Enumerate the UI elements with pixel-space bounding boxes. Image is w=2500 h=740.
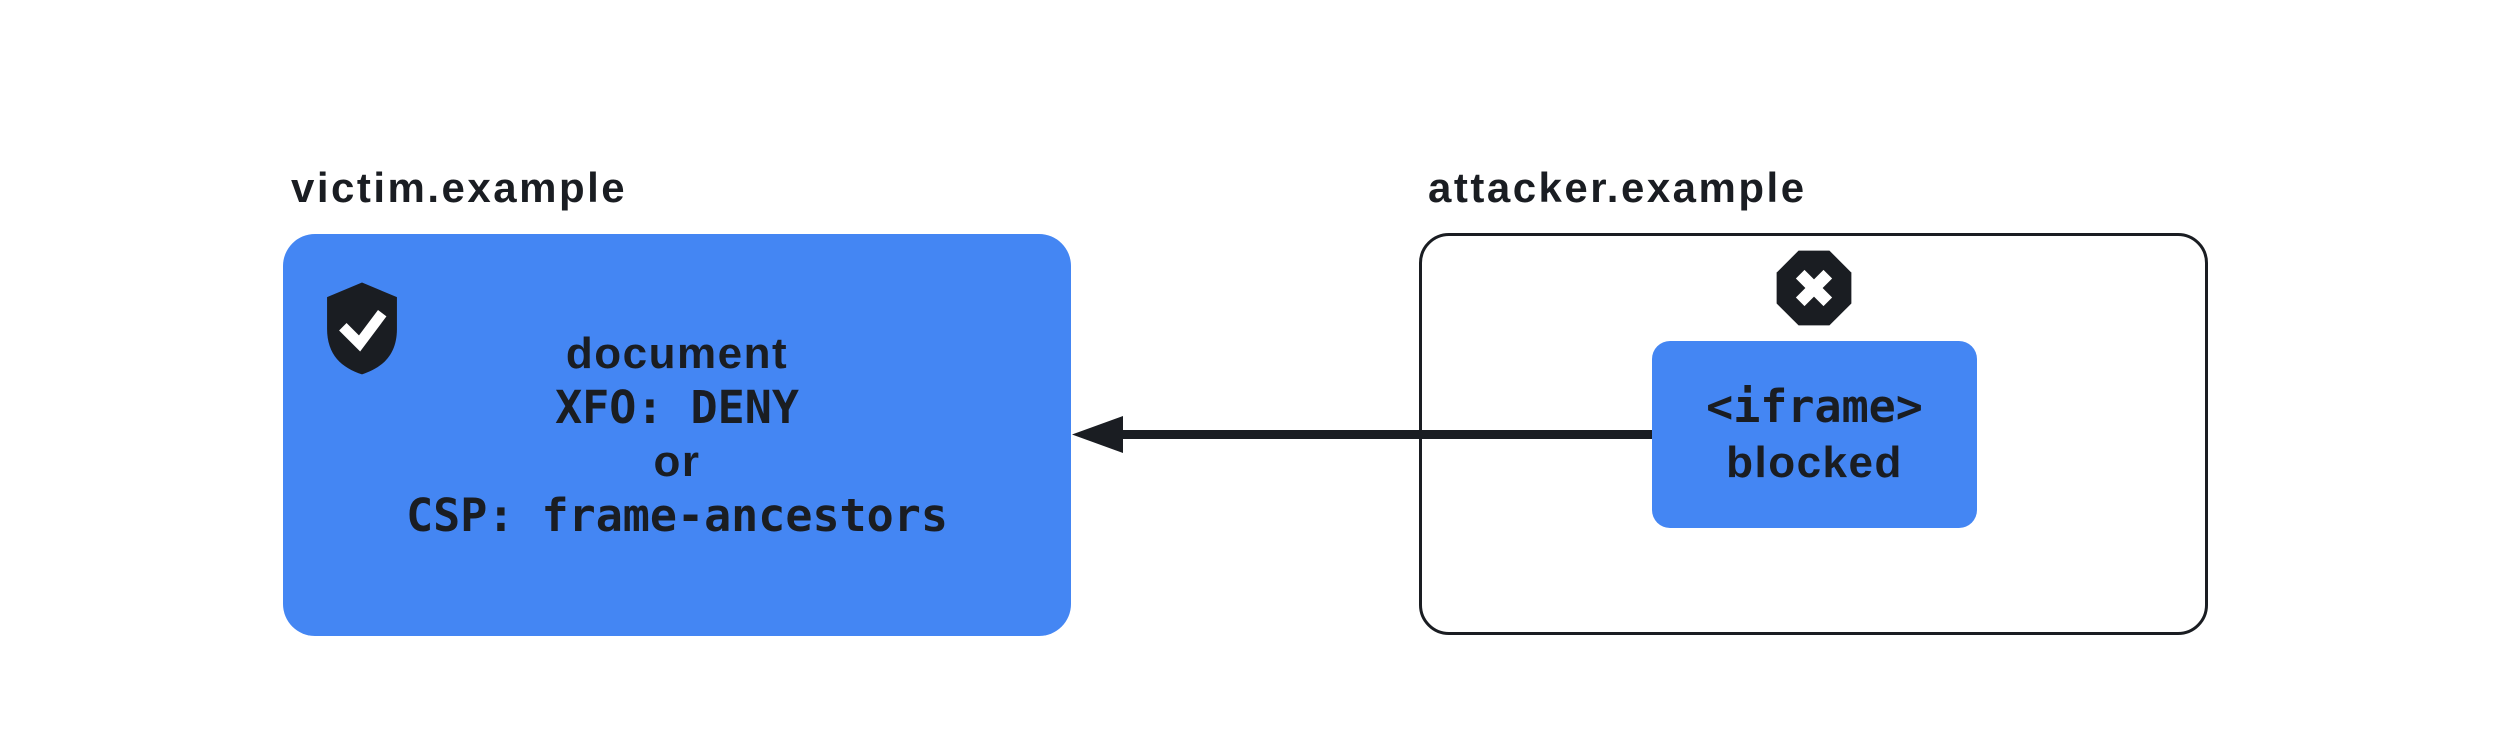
victim-domain-label: victim.example — [291, 164, 628, 211]
blocked-line: blocked — [1726, 437, 1903, 487]
victim-document-box: document XFO: DENY or CSP: frame-ancesto… — [283, 234, 1071, 636]
document-line: document — [565, 329, 789, 378]
iframe-blocked-box: <iframe> blocked — [1652, 341, 1977, 528]
iframe-tag-line: <iframe> — [1706, 379, 1923, 433]
blocked-x-icon — [1775, 249, 1853, 327]
blocked-request-arrow — [1072, 416, 1652, 453]
victim-box-text: document XFO: DENY or CSP: frame-ancesto… — [283, 327, 1071, 543]
attacker-domain-label: attacker.example — [1428, 164, 1807, 211]
csp-frame-ancestors-line: CSP: frame-ancestors — [406, 489, 948, 542]
or-line: or — [653, 437, 701, 486]
xfo-deny-line: XFO: DENY — [555, 381, 799, 434]
shield-check-icon — [323, 280, 401, 376]
